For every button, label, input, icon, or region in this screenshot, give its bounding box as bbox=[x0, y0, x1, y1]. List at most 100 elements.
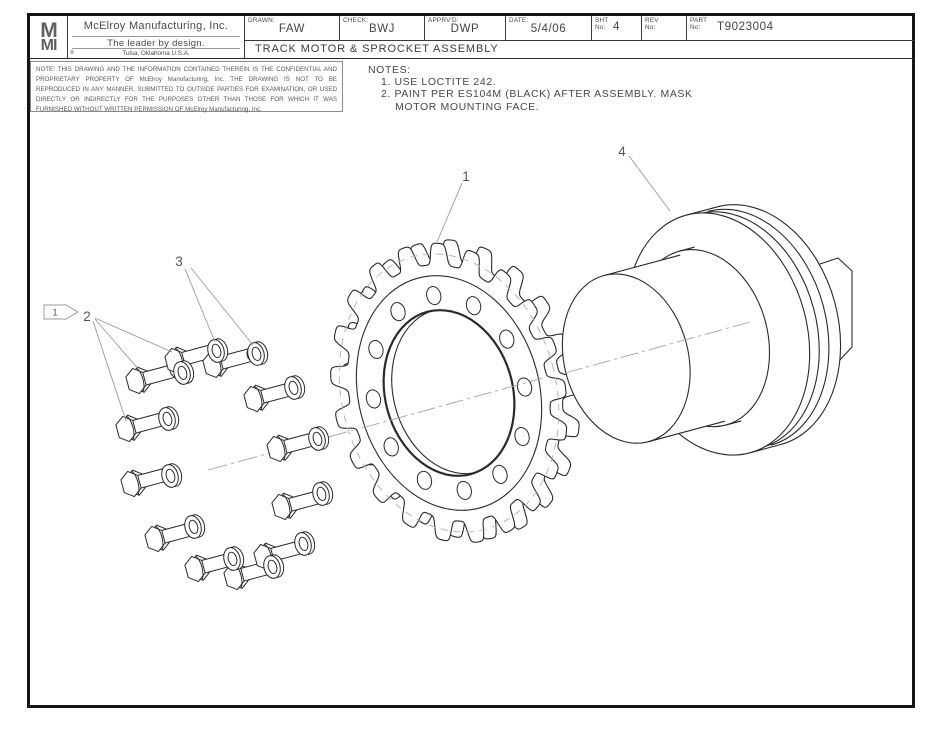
washer-hole bbox=[298, 536, 309, 552]
field-part: PART No: T9023004 bbox=[687, 16, 915, 41]
drawing-title: TRACK MOTOR & SPROCKET ASSEMBLY bbox=[255, 43, 499, 55]
motor-drum-back bbox=[686, 204, 842, 454]
washer bbox=[207, 338, 229, 363]
motor-ridge-2 bbox=[707, 208, 830, 446]
sprocket-bolt-hole bbox=[464, 295, 482, 316]
sheet-border bbox=[27, 13, 915, 708]
bolt-head-facet bbox=[282, 493, 291, 519]
field-part-value: T9023004 bbox=[717, 21, 774, 33]
bolt-head-facet bbox=[277, 435, 286, 461]
sprocket-bolt-hole bbox=[513, 426, 531, 447]
leader-item4 bbox=[628, 155, 671, 212]
sprocket-bolt-hole bbox=[382, 436, 400, 457]
sprocket-bolt-hole bbox=[515, 376, 533, 397]
field-apprvd: APPRV'D: DWP bbox=[425, 16, 506, 41]
motor-ridge-1 bbox=[698, 211, 820, 449]
drawing-title-cell: TRACK MOTOR & SPROCKET ASSEMBLY bbox=[245, 41, 915, 59]
sprocket-bolt-hole bbox=[367, 339, 385, 360]
logo-bottom: MI bbox=[40, 36, 58, 54]
field-date-value: 5/4/06 bbox=[530, 23, 567, 35]
company-block: McElroy Manufacturing, Inc. The leader b… bbox=[68, 16, 245, 59]
field-sht: SHT No: 4 bbox=[592, 16, 642, 41]
registered-mark-icon: ® bbox=[70, 50, 75, 56]
company-logo: M MI bbox=[30, 16, 68, 59]
company-location-text: Tulsa, Oklahoma U.S.A. bbox=[122, 50, 190, 57]
field-check: CHECK: BWJ bbox=[340, 16, 425, 41]
washer bbox=[247, 341, 269, 366]
washer-hole bbox=[316, 486, 327, 502]
bolt-head-facet bbox=[155, 525, 164, 551]
field-sht-value: 4 bbox=[613, 21, 620, 33]
leader-item3-b bbox=[190, 267, 254, 346]
washer bbox=[223, 546, 245, 571]
note-item-2: 2. PAINT PER ES104M (BLACK) AFTER ASSEMB… bbox=[381, 88, 693, 113]
leader-lines bbox=[92, 155, 671, 422]
motor-pilot-face bbox=[561, 273, 691, 444]
centerline-over-sprocket bbox=[361, 377, 544, 429]
notes-block: NOTES: 1. USE LOCTITE 242. 2. PAINT PER … bbox=[368, 64, 693, 113]
callout-2: 2 bbox=[83, 309, 91, 324]
motor-pilot-top bbox=[603, 254, 681, 277]
leader-item2-a bbox=[94, 318, 141, 372]
field-check-label: CHECK: bbox=[343, 17, 369, 24]
field-apprvd-label: APPRV'D: bbox=[428, 17, 459, 24]
leader-item2-c bbox=[92, 320, 127, 422]
callout-1: 1 bbox=[462, 169, 470, 184]
sprocket-pitch-circle bbox=[309, 229, 589, 557]
washer-hole bbox=[165, 468, 176, 484]
motor bbox=[561, 204, 842, 456]
centerline-over-motor bbox=[564, 321, 751, 374]
washer bbox=[284, 375, 306, 400]
sprocket-bolt-hole bbox=[455, 480, 473, 501]
logo-top: M bbox=[40, 18, 57, 42]
field-rev-label: REV No: bbox=[645, 17, 659, 32]
note-item-1: 1. USE LOCTITE 242. bbox=[381, 76, 497, 88]
washer-hole bbox=[251, 346, 262, 362]
title-block: M MI McElroy Manufacturing, Inc. The lea… bbox=[30, 16, 915, 59]
field-part-label: PART No: bbox=[690, 17, 708, 32]
washer-hole bbox=[312, 431, 323, 447]
washer bbox=[173, 360, 195, 385]
sprocket-bolt-hole bbox=[491, 464, 509, 485]
field-check-value: BWJ bbox=[368, 23, 396, 35]
field-drawn-value: FAW bbox=[278, 23, 306, 35]
sprocket bbox=[298, 213, 611, 569]
motor-pilot-bottom bbox=[648, 420, 725, 443]
sprocket-bolt-hole bbox=[389, 301, 407, 322]
bolt bbox=[243, 381, 298, 413]
bolt-head-facet bbox=[195, 555, 204, 581]
legal-note: NOTE: THIS DRAWING AND THE INFORMATION C… bbox=[30, 61, 343, 113]
generated-geometry bbox=[115, 204, 853, 591]
callout-4: 4 bbox=[618, 144, 626, 159]
leader-item3-a bbox=[184, 268, 216, 343]
field-date-label: DATE: bbox=[509, 17, 529, 24]
washer-hole bbox=[267, 559, 278, 575]
sprocket-bolt-hole bbox=[364, 388, 382, 409]
sprocket-bolt-hole bbox=[415, 470, 433, 491]
washer-hole bbox=[211, 343, 222, 359]
bolt-head-facet bbox=[136, 367, 145, 393]
field-sht-label: SHT No: bbox=[595, 17, 609, 32]
notes-heading: NOTES: bbox=[368, 64, 411, 76]
washer-hole bbox=[162, 411, 173, 427]
field-apprvd-value: DWP bbox=[450, 23, 480, 35]
washer bbox=[312, 481, 334, 506]
company-location: ® Tulsa, Oklahoma U.S.A. bbox=[68, 49, 244, 59]
washer bbox=[263, 554, 285, 579]
callout-3: 3 bbox=[175, 254, 183, 269]
field-drawn: DRAWN: FAW bbox=[245, 16, 340, 41]
washer-hole bbox=[188, 519, 199, 535]
washer-hole bbox=[177, 365, 188, 381]
leader-item1 bbox=[436, 182, 463, 243]
note-flag bbox=[43, 304, 79, 320]
sprocket-bore bbox=[366, 295, 533, 490]
bolt-head-facet bbox=[126, 415, 135, 441]
field-rev: REV No: bbox=[642, 16, 687, 41]
bolt-head-facet bbox=[131, 470, 140, 496]
washer bbox=[308, 426, 330, 451]
company-name: McElroy Manufacturing, Inc. bbox=[72, 16, 240, 37]
washer-hole bbox=[288, 380, 299, 396]
sprocket-bolt-hole bbox=[425, 285, 443, 306]
